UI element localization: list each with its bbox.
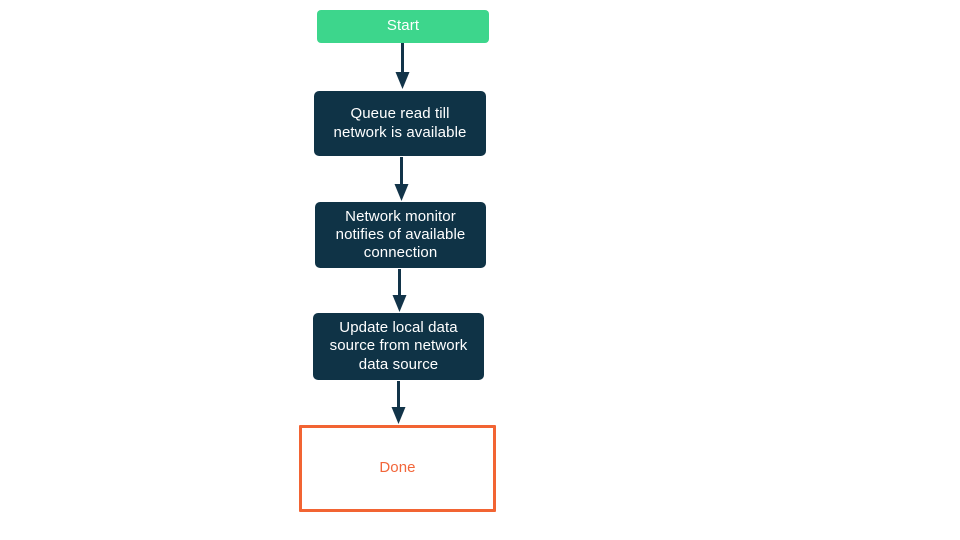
- node-network-monitor[interactable]: Network monitor notifies of available co…: [315, 202, 486, 268]
- node-done[interactable]: Done: [299, 425, 496, 512]
- node-update-local-data-source-label: Update local data source from network da…: [329, 319, 468, 373]
- edge-update-local-to-done: [390, 381, 407, 425]
- edge-start-to-queue-read: [394, 43, 411, 90]
- edge-queue-read-to-network-monitor: [393, 157, 410, 202]
- node-done-label: Done: [379, 459, 416, 477]
- node-update-local-data-source[interactable]: Update local data source from network da…: [313, 313, 484, 380]
- edge-network-monitor-to-update-local: [391, 269, 408, 313]
- node-start[interactable]: Start: [317, 10, 489, 43]
- node-start-label: Start: [386, 17, 420, 35]
- node-network-monitor-label: Network monitor notifies of available co…: [335, 207, 466, 262]
- node-queue-read[interactable]: Queue read till network is available: [314, 91, 486, 156]
- node-queue-read-label: Queue read till network is available: [333, 105, 467, 141]
